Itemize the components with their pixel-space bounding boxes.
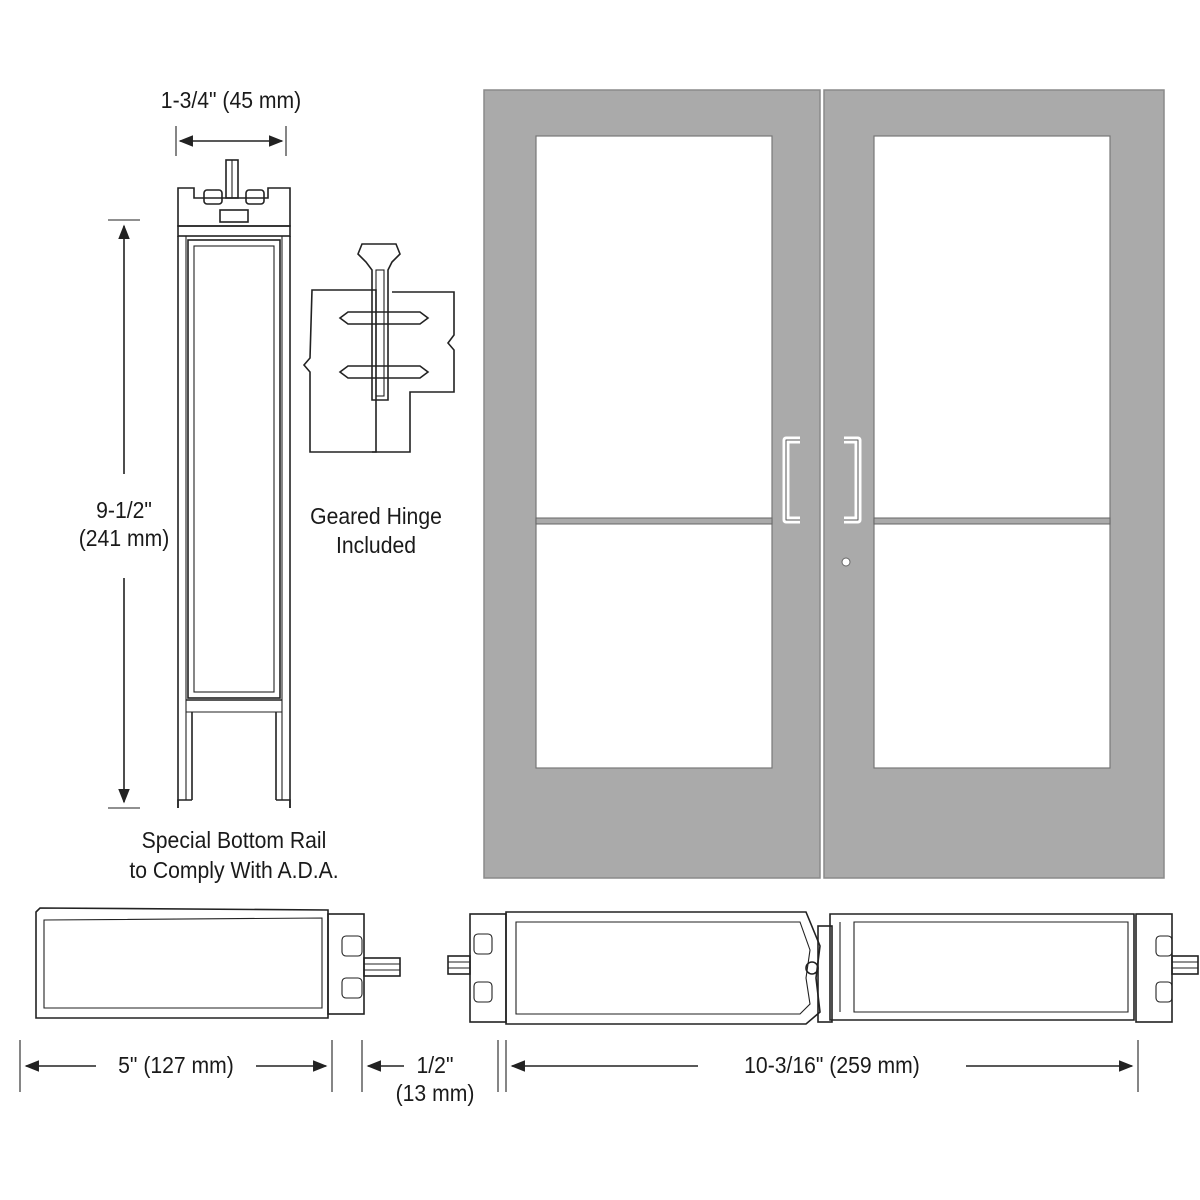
hinge-label-line1: Geared Hinge	[310, 503, 442, 529]
top-width-label: 1-3/4" (45 mm)	[160, 87, 302, 113]
hinge-label-line2: Included	[335, 532, 417, 558]
height-label-mm: (241 mm)	[78, 525, 170, 551]
rail-label-line1: Special Bottom Rail	[141, 827, 327, 853]
lock-cylinder	[841, 557, 851, 567]
gap-label-mm: (13 mm)	[395, 1080, 475, 1106]
vertical-stile-section	[177, 159, 291, 808]
stile-width-label: 5" (127 mm)	[118, 1052, 234, 1078]
left-door-leaf	[483, 89, 821, 879]
rail-label-line2: to Comply With A.D.A.	[129, 857, 339, 883]
bottom-dimensions	[19, 1040, 1139, 1092]
right-door-leaf	[823, 89, 1165, 879]
door-pair-elevation	[483, 89, 1165, 879]
height-label-in: 9-1/2"	[96, 497, 152, 523]
pair-plan-section	[447, 911, 1199, 1025]
stile-plan-section	[35, 907, 401, 1019]
pair-width-label: 10-3/16" (259 mm)	[744, 1052, 920, 1078]
height-dimension	[108, 219, 140, 809]
gap-label-in: 1/2"	[416, 1052, 454, 1078]
top-width-dimension	[175, 126, 287, 156]
geared-hinge-detail	[302, 243, 455, 453]
